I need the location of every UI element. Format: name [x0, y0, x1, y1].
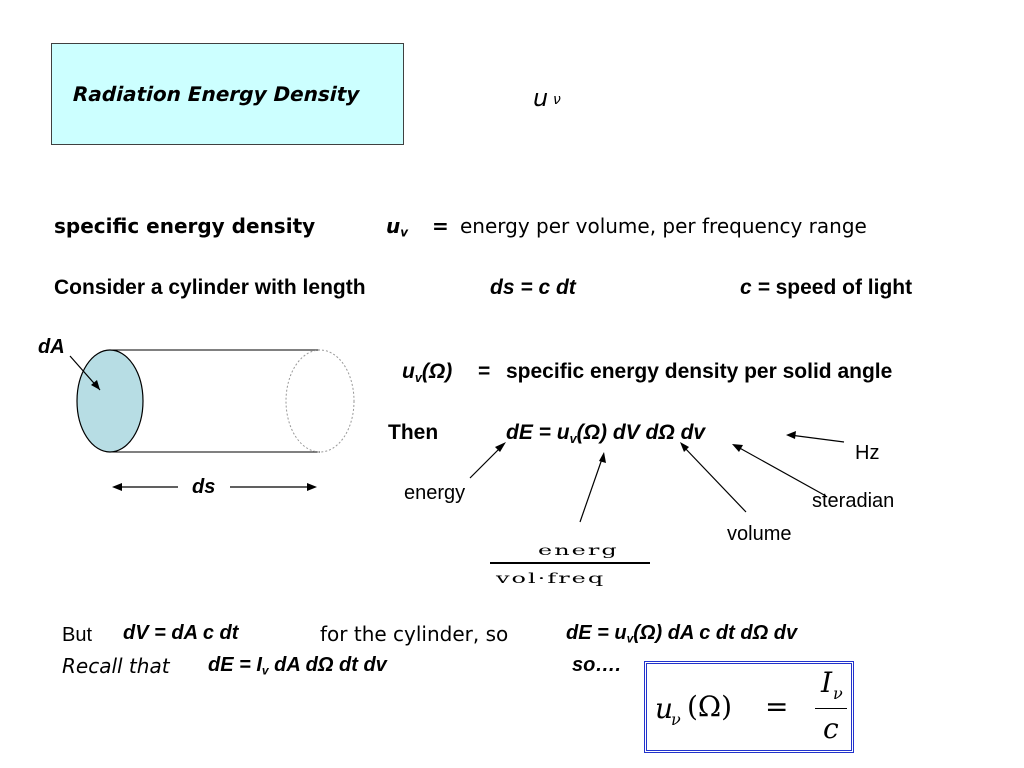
header-symbol-sub: ν — [553, 92, 561, 108]
u-omega-symbol: u — [402, 360, 415, 383]
slide-title: Radiation Energy Density — [72, 82, 360, 106]
result-den: c — [823, 712, 839, 745]
recall-equation: dE = Iv dA dΩ dt dv — [208, 654, 387, 678]
result-num: I — [821, 666, 833, 699]
result-u-sub: ν — [671, 710, 681, 729]
cylinder-diagram — [69, 349, 355, 491]
dV-equation: dV = dA c dt — [123, 622, 239, 644]
volume-annotation: volume — [727, 523, 792, 545]
header-symbol-u: u — [533, 84, 549, 112]
u-omega-arg: (Ω) — [421, 360, 453, 383]
dE-lhs: dE = u — [506, 421, 570, 444]
ds-label: ds — [192, 476, 216, 498]
fraction-numerator: energ — [538, 541, 619, 559]
u-subscript: v — [400, 225, 409, 240]
u-symbol: u — [386, 214, 401, 238]
dE-cyl-a: dE = u — [566, 622, 627, 644]
fraction-denominator: vol·freq — [496, 569, 606, 587]
dE-sub: v — [569, 431, 577, 446]
line3-symbol: uv(Ω) — [402, 360, 452, 385]
but-word: But — [62, 624, 93, 646]
line1-label: specific energy density — [54, 214, 315, 238]
u-omega-sub: v — [414, 370, 422, 385]
hz-annotation: Hz — [855, 442, 880, 464]
energy-annotation: energy — [404, 482, 466, 504]
for-cylinder-text: for the cylinder, so — [320, 622, 509, 646]
dE-cylinder-equation: dE = uv(Ω) dA c dt dΩ dv — [566, 622, 797, 646]
speed-of-light: speed of light — [775, 276, 913, 299]
line1-definition: energy per volume, per frequency range — [460, 214, 867, 238]
line1-symbol: uv — [386, 214, 408, 240]
recall-eq-sub: v — [261, 663, 269, 678]
so-text: so…. — [572, 654, 621, 676]
recall-text: Recall that — [62, 654, 170, 678]
result-equals: = — [765, 690, 789, 723]
dE-cyl-b: (Ω) dA c dt dΩ dv — [633, 622, 798, 644]
c-equals: c = — [740, 276, 770, 299]
line3-definition: specific energy density per solid angle — [506, 360, 893, 383]
result-num-sub: ν — [833, 684, 843, 703]
dE-cyl-sub: v — [626, 631, 634, 646]
cylinder-front-face — [76, 349, 144, 453]
annotation-arrows — [469, 431, 845, 523]
dA-label: dA — [38, 336, 65, 358]
result-formula-box: u ν (Ω) = I ν c — [644, 661, 854, 753]
title-box — [51, 43, 404, 145]
fraction-bar — [490, 562, 650, 564]
line1-equals: = — [432, 214, 449, 238]
units-fraction-image: energ vol·freq — [490, 530, 650, 590]
steradian-annotation: steradian — [812, 490, 895, 512]
line5: But — [62, 622, 92, 647]
cylinder-back-face — [285, 349, 355, 453]
recall-eq-b: dA dΩ dt dv — [268, 654, 387, 676]
dE-equation: dE = uv(Ω) dV dΩ dv — [506, 421, 705, 446]
dE-rhs: (Ω) dV dΩ dv — [576, 421, 706, 444]
result-u: u — [655, 692, 674, 725]
specific-energy-density-label: specific energy density — [54, 214, 316, 238]
then-label: Then — [388, 421, 439, 444]
line3-equals: = — [478, 360, 491, 383]
result-arg: (Ω) — [687, 690, 733, 723]
recall-eq-a: dE = I — [208, 654, 262, 676]
line2-c: c = speed of light — [740, 276, 912, 300]
line2-formula: ds = c dt — [490, 276, 576, 299]
line2-text: Consider a cylinder with length — [54, 276, 366, 299]
result-fraction-bar — [815, 708, 847, 709]
